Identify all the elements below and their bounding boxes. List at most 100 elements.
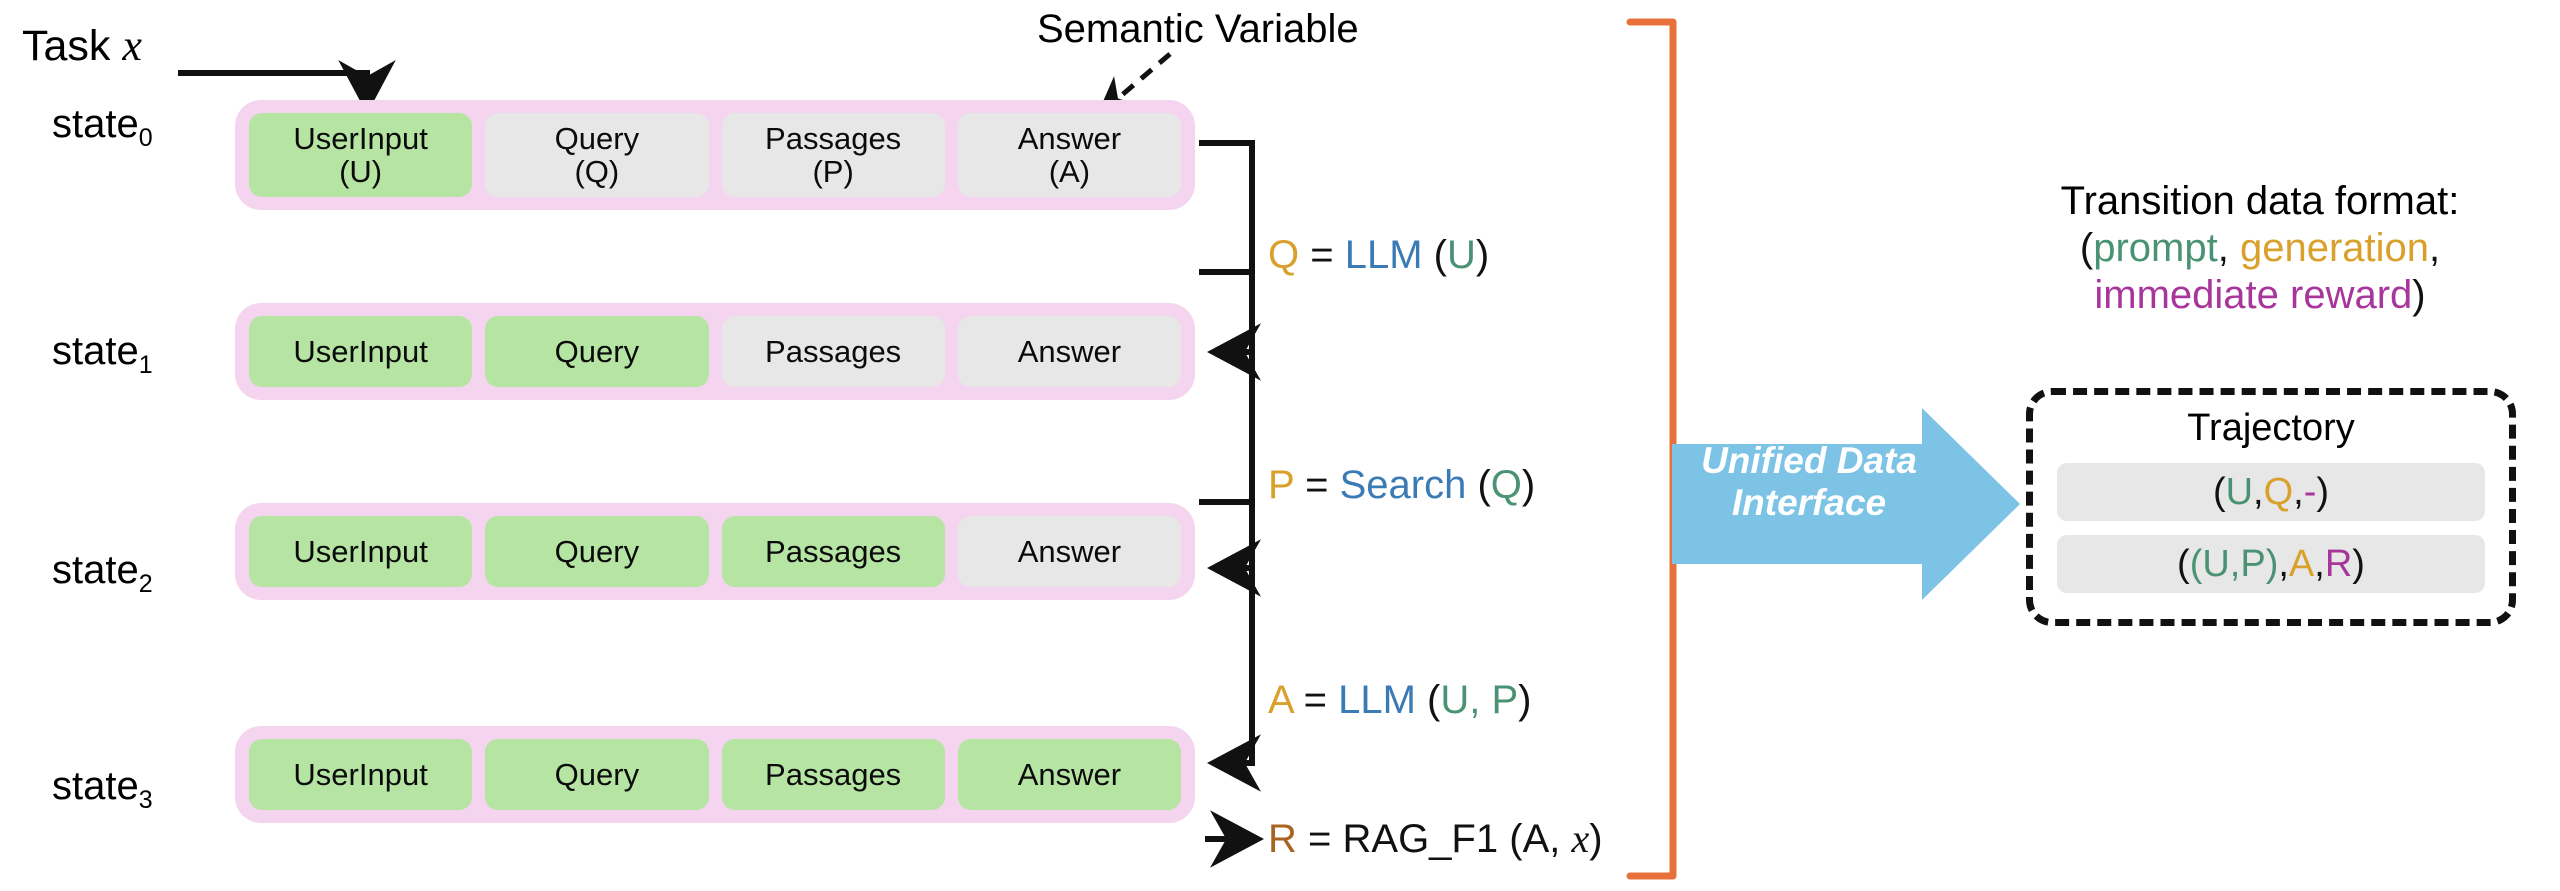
transition-1-output: P [1268,463,1294,507]
cell-label: Passages [765,120,902,156]
transition-2-args: U, P [1440,678,1519,722]
cell-label: Passages [765,533,902,569]
state-2-cell-passages[interactable]: Passages [721,516,945,587]
state-label-2-text: state [52,548,139,592]
state-0-cell-userinput[interactable]: UserInput (U) [249,113,473,197]
state-0-cell-answer[interactable]: Answer (A) [957,113,1181,197]
transition-0-equals: = [1310,233,1334,277]
state-row-1: UserInput Query Passages Answer [235,303,1195,400]
transition-equation-0: Q = LLM (U) [1268,235,1489,275]
transition-0-function: LLM [1344,233,1423,277]
transition-connector-2 [1199,499,1261,792]
format-open-paren: ( [2079,226,2094,271]
task-variable: x [122,21,142,70]
unified-interface-line-2: Interface [1731,482,1887,524]
cell-label: Passages [765,756,902,792]
reward-function: RAG_F1 [1342,817,1499,861]
reward-close-paren: ) [1589,817,1603,861]
state-3-cell-answer[interactable]: Answer [957,739,1181,810]
traj-1-open-paren: ( [2177,542,2190,585]
state-2-cell-userinput[interactable]: UserInput [249,516,473,587]
state-label-3-index: 3 [138,786,153,814]
state-3-cell-query[interactable]: Query [485,739,709,810]
state-label-2: state2 [52,550,153,597]
format-reward: immediate reward [2094,273,2413,318]
semantic-variable-label: Semantic Variable [1037,7,1359,51]
cell-label: Answer [1017,756,1122,792]
state-label-1: state1 [52,331,153,378]
cell-label: Query [554,533,640,569]
cell-symbol: (A) [1048,154,1091,189]
transition-1-close-paren: ) [1521,463,1536,507]
transition-2-close-paren: ) [1518,678,1532,722]
state-label-1-text: state [52,329,139,373]
cell-label: Passages [765,333,902,369]
cell-label: Query [554,333,640,369]
state-3-cell-passages[interactable]: Passages [721,739,945,810]
traj-1-close-paren: ) [2352,542,2365,585]
state-1-cell-userinput[interactable]: UserInput [249,316,473,387]
transition-1-function: Search [1339,463,1467,507]
cell-symbol: (Q) [574,154,620,189]
format-generation: generation [2239,226,2429,271]
state-label-0: state0 [52,104,153,151]
state-1-cell-answer[interactable]: Answer [957,316,1181,387]
state-3-cell-userinput[interactable]: UserInput [249,739,473,810]
format-sep-2: , [2429,226,2441,271]
transition-0-close-paren: ) [1475,233,1490,277]
cell-symbol: (U) [339,154,383,189]
cell-label: Query [554,120,640,156]
cell-label: UserInput [293,120,428,156]
transition-format-tuple-line-2: immediate reward) [1995,272,2525,319]
state-0-cell-passages[interactable]: Passages (P) [721,113,945,197]
format-sep-1: , [2217,226,2229,271]
transition-2-function: LLM [1338,678,1416,722]
state-1-cell-query[interactable]: Query [485,316,709,387]
transition-connector-0 [1199,140,1261,381]
reward-arg-answer: A, [1522,817,1561,861]
state-2-cell-query[interactable]: Query [485,516,709,587]
reward-equation: R = RAG_F1 (A, x) [1268,817,1603,861]
transition-2-open-paren: ( [1427,678,1441,722]
trajectory-box: Trajectory (U, Q, -) ((U,P), A, R) [2026,388,2516,626]
trajectory-row-0[interactable]: (U, Q, -) [2057,463,2485,521]
state-0-cell-query[interactable]: Query (Q) [485,113,709,197]
traj-1-sep-1: , [2278,542,2289,585]
cell-label: UserInput [293,756,428,792]
state-1-cell-passages[interactable]: Passages [721,316,945,387]
transition-connector-1 [1199,269,1261,597]
cell-label: Answer [1017,333,1122,369]
transition-0-open-paren: ( [1433,233,1447,277]
state-label-2-index: 2 [138,570,153,598]
transition-2-equals: = [1303,678,1327,722]
traj-0-sep-2: , [2293,470,2304,513]
unified-data-interface-text: Unified Data Interface [1684,440,1934,524]
state-row-3: UserInput Query Passages Answer [235,726,1195,823]
traj-1-reward: R [2324,542,2353,585]
task-label-text: Task [22,22,111,70]
format-prompt: prompt [2093,226,2218,271]
traj-1-generation: A [2288,542,2315,585]
unified-interface-line-1: Unified Data [1701,440,1917,481]
cell-label: UserInput [293,533,428,569]
traj-0-sep-1: , [2253,470,2264,513]
state-label-0-index: 0 [138,124,153,152]
transition-format-tuple-line-1: (prompt, generation, [1995,225,2525,272]
traj-0-reward: - [2303,470,2317,513]
state-label-3-text: state [52,764,139,808]
format-close-paren: ) [2412,273,2426,318]
state-2-cell-answer[interactable]: Answer [957,516,1181,587]
unified-data-interface-arrow: Unified Data Interface [1672,404,2022,604]
traj-1-sep-2: , [2314,542,2325,585]
traj-0-generation: Q [2263,470,2294,513]
cell-label: Query [554,756,640,792]
transition-data-format: Transition data format: (prompt, generat… [1995,178,2525,320]
transition-0-output: Q [1268,233,1300,277]
trajectory-row-1[interactable]: ((U,P), A, R) [2057,535,2485,593]
cell-label: Answer [1017,120,1122,156]
transition-1-open-paren: ( [1477,463,1491,507]
cell-label: Answer [1017,533,1122,569]
traj-0-prompt: U [2225,470,2254,513]
cell-symbol: (P) [812,154,854,189]
